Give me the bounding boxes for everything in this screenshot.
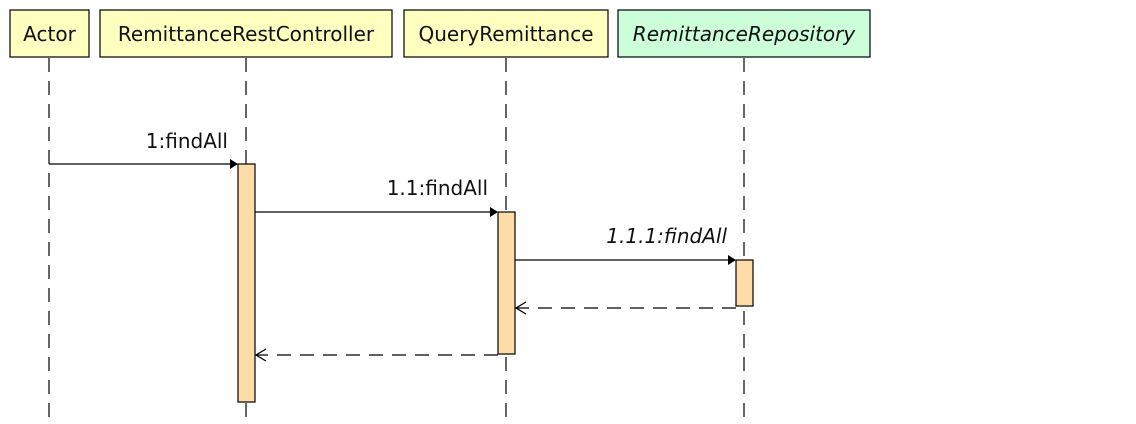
return-message-repository (514, 301, 736, 315)
return-message-query-remittance (254, 348, 498, 362)
participant-label: RemittanceRepository (633, 22, 857, 46)
message-label: 1.1.1:findAll (606, 224, 727, 248)
participant-label: RemittanceRestController (118, 22, 375, 46)
activation-bar-remittance-repository (735, 259, 754, 307)
message-arrowhead (728, 255, 736, 265)
message-1-find-all: 1:findAll (49, 129, 238, 169)
return-arrowhead (254, 348, 267, 362)
participant-box (617, 9, 871, 58)
message-label: 1.1:findAll (387, 176, 488, 200)
message-arrowhead (230, 159, 238, 169)
participant-remittance-repository: RemittanceRepository (617, 9, 871, 58)
participant-box (9, 9, 90, 58)
message-1-1-1-find-all: 1.1.1:findAll (515, 224, 736, 265)
participant-box (99, 9, 393, 58)
activation-bar-query-remittance (497, 211, 516, 355)
participant-remittance-rest-controller: RemittanceRestController (99, 9, 393, 58)
participant-actor: Actor (9, 9, 90, 58)
message-label: 1:findAll (146, 129, 228, 153)
participant-label: Actor (23, 22, 76, 46)
activation-bar-remittance-rest-controller (237, 163, 256, 403)
message-1-1-find-all: 1.1:findAll (255, 176, 498, 217)
participant-query-remittance: QueryRemittance (403, 9, 609, 58)
message-arrowhead (490, 207, 498, 217)
participant-box (403, 9, 609, 58)
participant-label: QueryRemittance (418, 22, 593, 46)
return-arrowhead (514, 301, 527, 315)
